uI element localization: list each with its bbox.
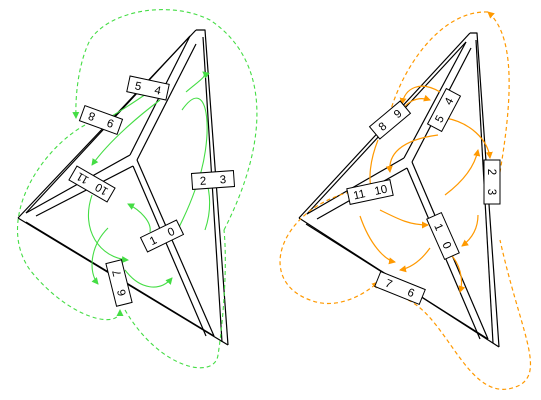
left-label-2: 2 xyxy=(199,175,206,187)
left-label-1-0: 1 0 xyxy=(139,219,185,253)
right-label-10: 10 xyxy=(373,183,388,197)
right-label-7-6: 7 6 xyxy=(374,270,426,306)
right-label-7: 7 xyxy=(383,278,393,292)
left-label-10: 10 xyxy=(93,180,110,197)
right-label-11-10: 11 10 xyxy=(346,179,394,205)
left-label-5: 5 xyxy=(134,80,143,93)
left-label-0: 0 xyxy=(166,226,177,240)
left-label-8: 8 xyxy=(87,109,97,122)
left-label-11-10: 10 11 xyxy=(68,165,116,203)
right-label-2-3: 2 3 xyxy=(483,159,501,205)
left-green-arrows xyxy=(17,9,258,369)
left-label-8-9: 9 8 xyxy=(78,105,124,135)
left-label-1: 1 xyxy=(148,234,159,248)
left-diagram: 5 4 9 8 2 3 10 11 1 0 6 7 xyxy=(17,9,258,369)
right-label-4: 4 xyxy=(443,95,457,107)
right-label-2: 2 xyxy=(485,169,497,175)
left-label-6: 6 xyxy=(116,288,129,297)
right-label-3: 3 xyxy=(485,189,497,195)
right-diagram: 8 9 5 4 2 3 11 10 1 0 7 6 xyxy=(279,11,532,390)
left-label-5-4: 5 4 xyxy=(126,75,170,101)
left-label-3: 3 xyxy=(219,174,226,186)
right-outer-edges xyxy=(298,32,500,348)
right-label-8-9: 8 9 xyxy=(368,100,412,140)
right-label-0: 0 xyxy=(439,240,453,251)
right-label-6: 6 xyxy=(406,287,416,301)
right-label-1: 1 xyxy=(431,222,445,233)
right-label-11: 11 xyxy=(352,188,366,202)
left-label-4: 4 xyxy=(153,85,162,98)
right-label-5: 5 xyxy=(433,114,447,125)
left-label-2-3: 2 3 xyxy=(190,170,236,190)
left-label-11: 11 xyxy=(75,169,91,185)
left-label-9: 9 xyxy=(106,116,116,129)
left-label-7: 7 xyxy=(111,268,124,277)
right-label-1-0: 1 0 xyxy=(426,211,460,261)
right-label-5-4: 5 4 xyxy=(426,87,462,133)
left-label-6-7: 6 7 xyxy=(105,259,133,307)
